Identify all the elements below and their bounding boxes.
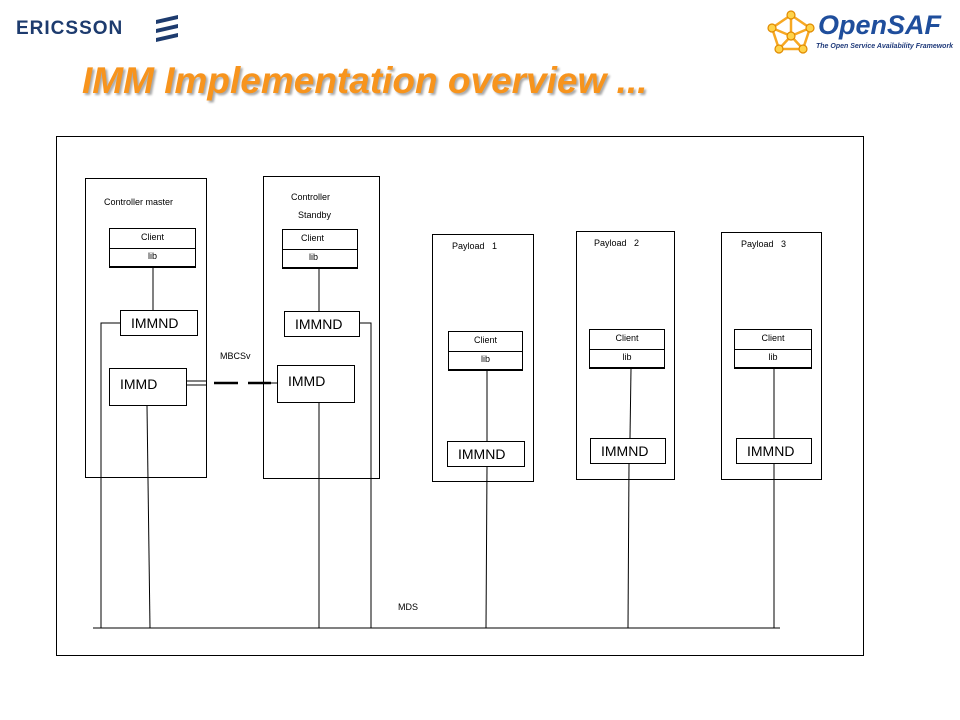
immd-controller-master: IMMD	[109, 368, 187, 406]
node-label-controller-master: Controller master	[104, 197, 174, 207]
opensaf-tagline: The Open Service Availability Framework	[816, 43, 954, 50]
link-immnd-mds-p2	[627, 463, 630, 629]
slide-title: IMM Implementation overview ...	[82, 60, 648, 101]
diagram-frame	[56, 136, 864, 656]
immnd-controller-master: IMMND	[120, 310, 198, 336]
immd-controller-standby: IMMD	[277, 365, 355, 403]
immnd-payload-1: IMMND	[447, 441, 525, 467]
lib-label: lib	[768, 351, 778, 362]
link-lib-immnd-p2	[629, 368, 632, 439]
client-lib-payload-1: Client lib	[448, 331, 523, 371]
lib-label: lib	[147, 250, 157, 261]
opensaf-logo-icon	[767, 10, 815, 54]
link-immnd-mds-p1	[485, 466, 488, 629]
node-label-controller-standby-line1: Controller	[291, 192, 331, 202]
immnd-payload-2: IMMND	[590, 438, 666, 464]
client-label: Client	[735, 330, 811, 350]
client-label: Client	[283, 230, 357, 250]
link-immnd-mds-cm	[100, 322, 120, 628]
lib-label: lib	[622, 351, 632, 362]
client-lib-payload-3: Client lib	[734, 329, 812, 369]
client-label: Client	[110, 229, 195, 249]
client-label: Client	[590, 330, 664, 350]
node-label-payload-2: Payload 2	[594, 238, 640, 248]
opensaf-logo-text: OpenSAF	[818, 10, 942, 40]
mds-label: MDS	[398, 602, 418, 612]
immnd-controller-standby: IMMND	[284, 311, 360, 337]
client-lib-payload-2: Client lib	[589, 329, 665, 369]
lib-label: lib	[480, 353, 490, 364]
immnd-payload-3: IMMND	[736, 438, 812, 464]
node-label-controller-standby-line2: Standby	[298, 210, 332, 220]
ericsson-logo: ERICSSON	[16, 18, 124, 39]
node-label-payload-3: Payload 3	[741, 239, 787, 249]
client-lib-controller-standby: Client lib	[282, 229, 358, 269]
link-immd-mds-cm	[146, 405, 151, 629]
client-label: Client	[449, 332, 522, 352]
client-lib-controller-master: Client lib	[109, 228, 196, 268]
lib-label: lib	[309, 251, 319, 262]
node-label-payload-1: Payload 1	[452, 241, 498, 251]
mbcsv-label: MBCSv	[220, 351, 251, 361]
link-immnd-mds-cs	[360, 322, 372, 628]
ericsson-logo-icon	[156, 15, 178, 42]
